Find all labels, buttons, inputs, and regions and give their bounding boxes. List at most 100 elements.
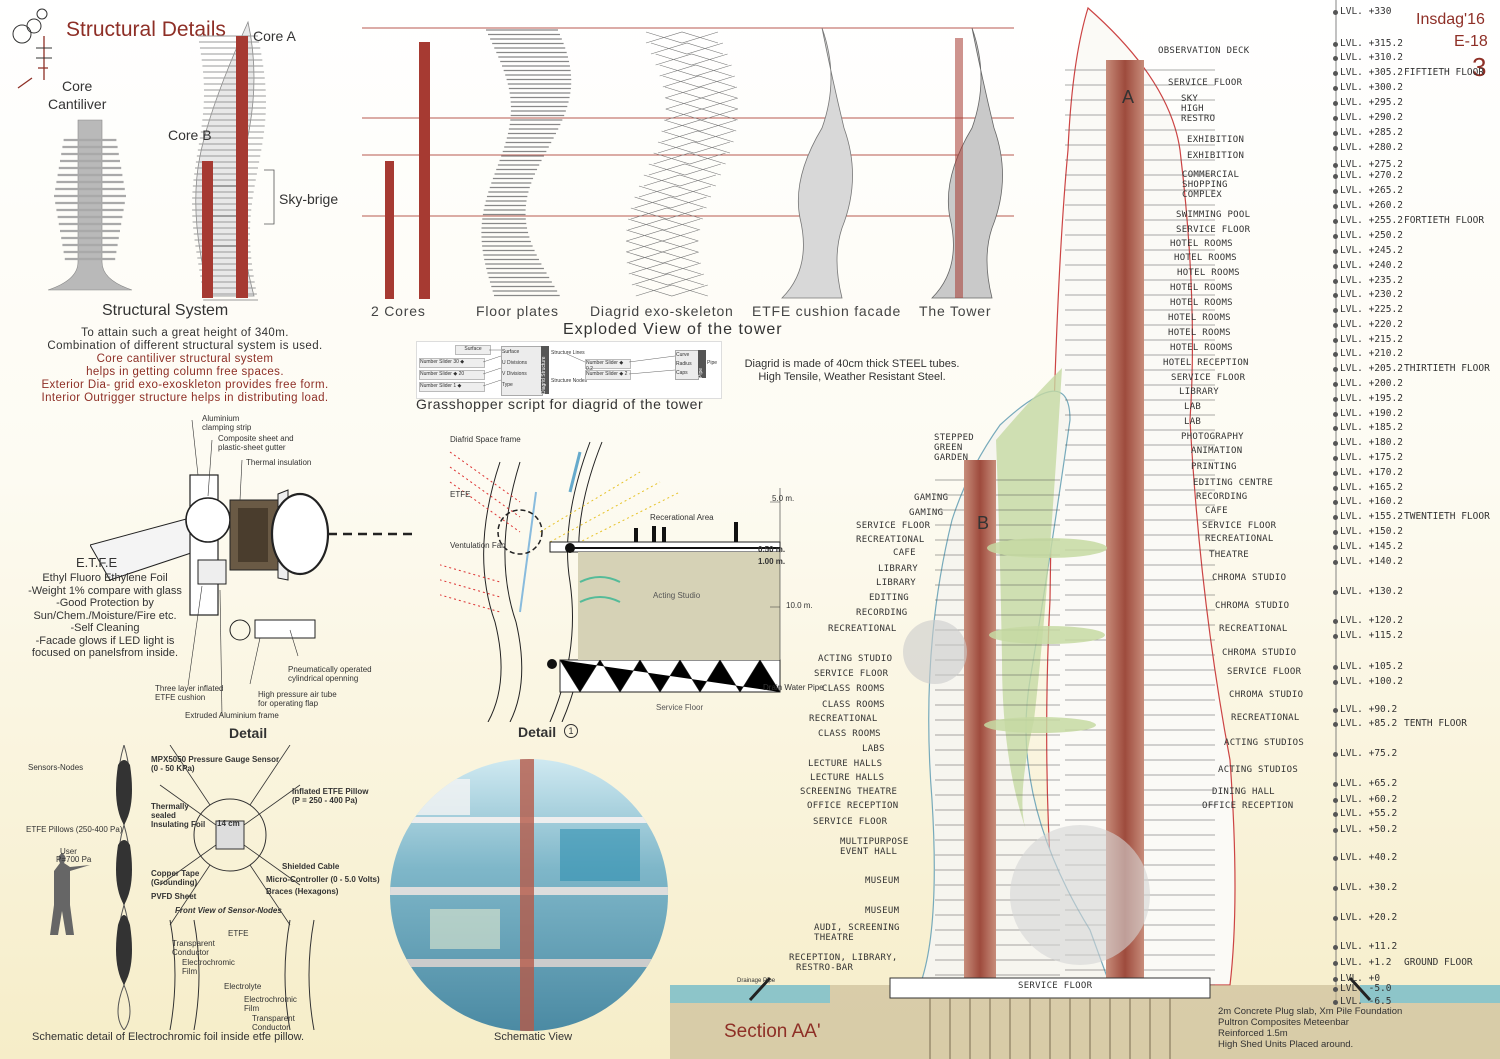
dim-0-5m: 0.50 m. — [758, 545, 786, 554]
gh-out-2: Structure Nodes — [551, 378, 588, 384]
level-marker — [1333, 71, 1338, 76]
level-label: LVL. +270.2 — [1340, 170, 1403, 181]
label-micro-controller: Micro-Controller (0 - 5.0 Volts) — [266, 875, 380, 884]
para-line: Core cantiliver structural system — [96, 353, 274, 365]
level-marker — [1333, 279, 1338, 284]
etfe-detail-drawing — [90, 420, 416, 717]
label-inflated-pillow: Inflated ETFE Pillow — [292, 787, 369, 796]
tower-a-floor-label: LAB — [1184, 402, 1202, 412]
tower-a-floor-label: HOTEL ROOMS — [1168, 313, 1231, 323]
label-pvfd-sheet: PVFD Sheet — [151, 892, 197, 901]
schematic-view-image — [390, 759, 668, 1031]
level-marker — [1333, 680, 1338, 685]
level-marker — [1333, 42, 1338, 47]
label-thermal-insulation: Thermal insulation — [246, 458, 312, 467]
dim-10m: 10.0 m. — [786, 601, 813, 610]
level-label: LVL. +170.2 — [1340, 467, 1403, 478]
level-marker — [1333, 590, 1338, 595]
tower-b-floor-label: GAMING — [914, 493, 949, 503]
level-label: LVL. +120.2 — [1340, 615, 1403, 626]
tower-b-floor-label: EDITING — [869, 593, 910, 603]
level-marker — [1333, 234, 1338, 239]
tower-b-floor-label: SERVICE FLOOR — [813, 817, 888, 827]
tower-a-floor-label: ACTING STUDIOS — [1218, 765, 1299, 775]
level-label: LVL. +240.2 — [1340, 260, 1403, 271]
level-marker — [1333, 86, 1338, 91]
level-marker — [1333, 977, 1338, 982]
tower-b-floor-label: SERVICE FLOOR — [814, 669, 889, 679]
tower-a-floor-label: CHROMA STUDIO — [1212, 573, 1287, 583]
tower-a-floor-label: RESTRO — [1181, 114, 1216, 124]
level-marker — [1333, 634, 1338, 639]
level-label: LVL. +140.2 — [1340, 556, 1403, 567]
caption-floor-plates: Floor plates — [476, 303, 559, 319]
gh-out-1: Structure Lines — [551, 350, 585, 356]
level-marker — [1333, 456, 1338, 461]
level-label: LVL. +55.2 — [1340, 808, 1398, 819]
level-label: LVL. +235.2 — [1340, 275, 1403, 286]
tower-a-floor-label: CHROMA STUDIO — [1229, 690, 1304, 700]
tower-b-floor-label: RECREATIONAL — [856, 535, 925, 545]
level-label: LVL. -6.5 — [1340, 996, 1392, 1007]
label-ventilation-fan: Ventulation Fan — [450, 541, 506, 550]
level-label: LVL. +245.2 — [1340, 245, 1403, 256]
level-marker — [1333, 471, 1338, 476]
tower-b-floor-label: RECEPTION, LIBRARY, — [789, 953, 898, 963]
grasshopper-title: Grasshopper script for diagrid of the to… — [416, 396, 704, 412]
exploded-view — [362, 27, 1014, 299]
level-label: LVL. +155.2 — [1340, 511, 1403, 522]
core-a-bar — [419, 42, 430, 299]
tower-b-floor-label: MULTIPURPOSE — [840, 837, 909, 847]
tower-b-floor-label: CLASS ROOMS — [822, 700, 885, 710]
level-label: LVL. +255.2 — [1340, 215, 1403, 226]
cantilever-diagram — [47, 119, 133, 291]
tower-a-floor-label: EXHIBITION — [1187, 151, 1245, 161]
level-marker — [1333, 812, 1338, 817]
caption-diagrid: Diagrid exo-skeleton — [590, 303, 734, 319]
level-marker — [1333, 560, 1338, 565]
level-label: LVL. +200.2 — [1340, 378, 1403, 389]
tower-a-floor-label: SHOPPING — [1182, 180, 1228, 190]
tower-a-floor-label: SERVICE FLOOR — [1227, 667, 1302, 677]
label-etfe-cushion: Three layer inflated ETFE cushion — [155, 684, 224, 702]
level-marker — [1333, 412, 1338, 417]
tower-b-floor-label: SCREENING THEATRE — [800, 787, 898, 797]
tower-b-floor-label: LABS — [862, 744, 885, 754]
page-title: Structural Details — [66, 18, 226, 41]
label-etfe-pillows: ETFE Pillows (250-400 Pa) — [26, 825, 123, 834]
label-service-floor: Service Floor — [656, 703, 704, 712]
tower-b-floor-label: RECREATIONAL — [809, 714, 878, 724]
level-marker — [1333, 189, 1338, 194]
level-marker — [1333, 1000, 1338, 1005]
structural-system-title: Structural System — [102, 302, 229, 319]
tower-b-floor-label: LECTURE HALLS — [808, 759, 883, 769]
tower-a-floor-label: LAB — [1184, 417, 1202, 427]
detail-number-badge: 1 — [564, 724, 578, 738]
level-marker — [1333, 116, 1338, 121]
para-line: To attain such a great height of 340m. — [81, 327, 289, 339]
section-title: Section AA' — [724, 1021, 821, 1042]
core-label: Core — [62, 78, 93, 94]
tower-a-floor-label: CAFE — [1205, 506, 1228, 516]
level-marker — [1333, 828, 1338, 833]
sensor-caption: Schematic detail of Electrochromic foil … — [32, 1031, 305, 1043]
tower-a-floor-label: HOTEL ROOMS — [1168, 328, 1231, 338]
level-label: LVL. +90.2 — [1340, 704, 1398, 715]
level-label: LVL. +250.2 — [1340, 230, 1403, 241]
drainage-label: Drainage Pipe — [737, 978, 776, 984]
level-label: LVL. +330 — [1340, 6, 1392, 17]
core-b-marker: B — [977, 513, 990, 533]
tower-a-floor-label: HOTEL RECEPTION — [1163, 358, 1249, 368]
tower-b-floor-label: LIBRARY — [878, 564, 919, 574]
etfe-title: E.T.F.E — [76, 555, 118, 570]
level-label: LVL. +185.2 — [1340, 422, 1403, 433]
tower-a-floor-label: SWIMMING POOL — [1176, 210, 1251, 220]
cantilever-label: Cantiliver — [48, 96, 107, 112]
level-marker — [1333, 163, 1338, 168]
level-marker — [1333, 961, 1338, 966]
level-label: LVL. +85.2 — [1340, 718, 1398, 729]
level-label: LVL. +220.2 — [1340, 319, 1403, 330]
caption-tower: The Tower — [919, 303, 992, 319]
level-label: LVL. +215.2 — [1340, 334, 1403, 345]
